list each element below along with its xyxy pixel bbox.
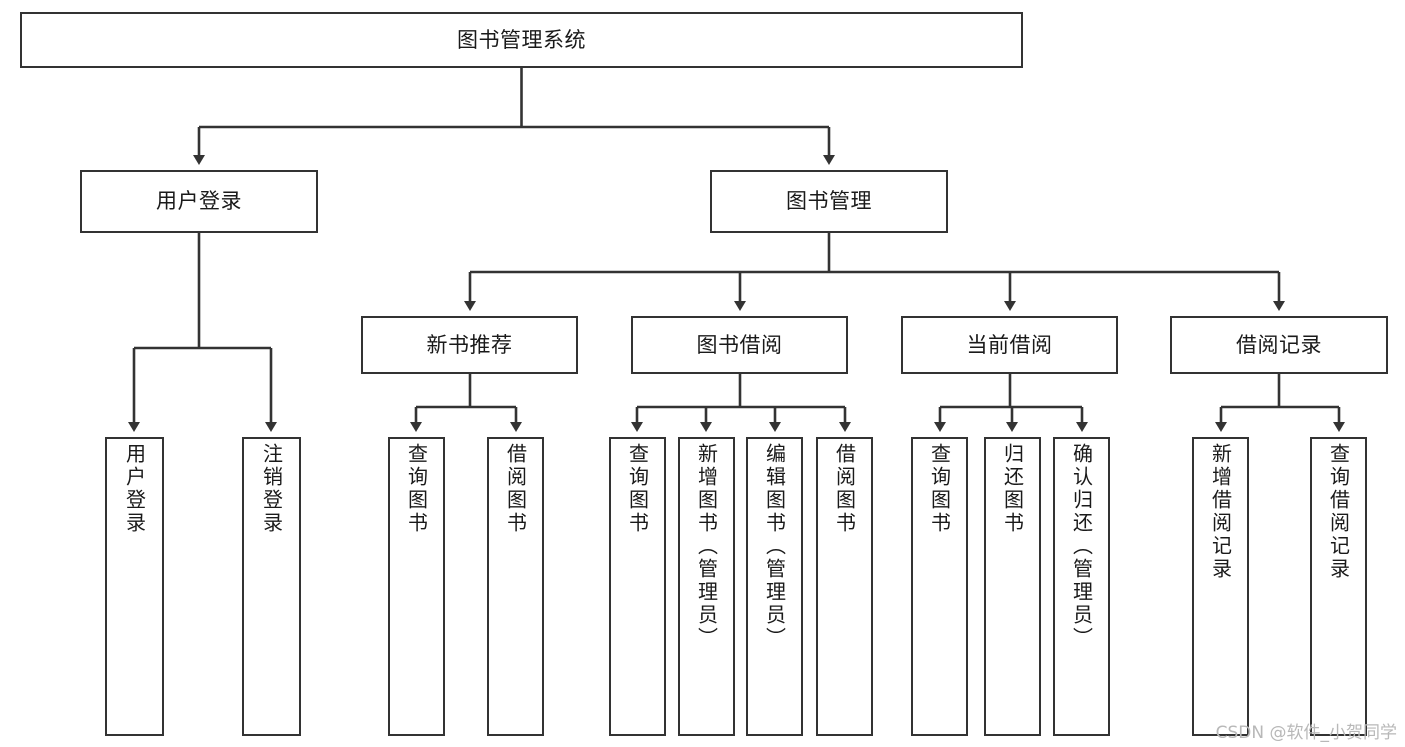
node-leaf-confirm-return[interactable]: 确认归还（管理员）: [1053, 437, 1110, 736]
node-book-manage[interactable]: 图书管理: [710, 170, 948, 233]
node-new-book-rec[interactable]: 新书推荐: [361, 316, 578, 374]
node-book-borrow[interactable]: 图书借阅: [631, 316, 848, 374]
node-leaf-query-book-2-label: 查询图书: [625, 443, 650, 535]
node-leaf-query-book-1-label: 查询图书: [404, 443, 429, 535]
node-leaf-query-book-2[interactable]: 查询图书: [609, 437, 666, 736]
node-leaf-return-book[interactable]: 归还图书: [984, 437, 1041, 736]
node-root[interactable]: 图书管理系统: [20, 12, 1023, 68]
node-leaf-add-record[interactable]: 新增借阅记录: [1192, 437, 1249, 736]
node-root-label: 图书管理系统: [457, 27, 586, 52]
node-leaf-logout-label: 注销登录: [259, 443, 284, 535]
node-borrow-record-label: 借阅记录: [1236, 332, 1322, 357]
node-leaf-query-book-1[interactable]: 查询图书: [388, 437, 445, 736]
node-leaf-query-book-3-label: 查询图书: [927, 443, 952, 535]
node-leaf-logout[interactable]: 注销登录: [242, 437, 301, 736]
node-book-borrow-label: 图书借阅: [696, 332, 783, 357]
node-leaf-edit-book[interactable]: 编辑图书（管理员）: [746, 437, 803, 736]
node-leaf-query-record[interactable]: 查询借阅记录: [1310, 437, 1367, 736]
node-leaf-add-record-label: 新增借阅记录: [1208, 443, 1233, 581]
node-leaf-add-book[interactable]: 新增图书（管理员）: [678, 437, 735, 736]
node-book-manage-label: 图书管理: [786, 189, 872, 214]
node-leaf-user-login[interactable]: 用户登录: [105, 437, 164, 736]
node-leaf-borrow-book-1-label: 借阅图书: [503, 443, 528, 535]
node-current-borrow[interactable]: 当前借阅: [901, 316, 1118, 374]
node-leaf-add-book-label: 新增图书（管理员）: [694, 443, 719, 650]
node-leaf-return-book-label: 归还图书: [1000, 443, 1025, 535]
node-leaf-borrow-book-2-label: 借阅图书: [832, 443, 857, 535]
node-leaf-borrow-book-1[interactable]: 借阅图书: [487, 437, 544, 736]
node-leaf-user-login-label: 用户登录: [122, 443, 147, 535]
node-leaf-edit-book-label: 编辑图书（管理员）: [762, 443, 787, 650]
node-leaf-confirm-return-label: 确认归还（管理员）: [1069, 443, 1094, 650]
node-borrow-record[interactable]: 借阅记录: [1170, 316, 1388, 374]
node-leaf-query-record-label: 查询借阅记录: [1326, 443, 1351, 581]
node-leaf-borrow-book-2[interactable]: 借阅图书: [816, 437, 873, 736]
node-current-borrow-label: 当前借阅: [966, 332, 1053, 357]
node-user-login[interactable]: 用户登录: [80, 170, 318, 233]
node-user-login-label: 用户登录: [156, 189, 242, 214]
node-new-book-rec-label: 新书推荐: [426, 332, 513, 357]
watermark-text: CSDN @软件_小贺同学: [1215, 723, 1397, 743]
node-leaf-query-book-3[interactable]: 查询图书: [911, 437, 968, 736]
